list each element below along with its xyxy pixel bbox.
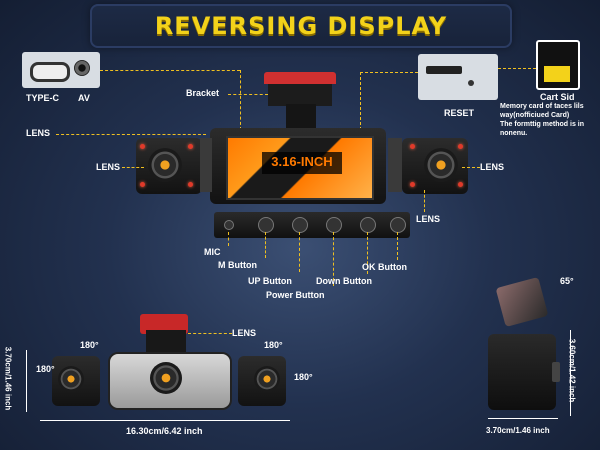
left-led-icon xyxy=(140,144,145,149)
ok-leader xyxy=(397,232,398,260)
page-title: REVERSING DISPLAY xyxy=(154,12,448,40)
right-led-icon-3 xyxy=(410,182,415,187)
bottom-lens-icon xyxy=(150,362,182,394)
reset-panel xyxy=(418,54,498,100)
bracket-mount xyxy=(268,84,332,106)
card-note-4: nonenu. xyxy=(500,130,528,137)
side-body xyxy=(488,334,556,410)
dim-left-line xyxy=(26,350,27,412)
right-led-icon xyxy=(410,144,415,149)
bottom-bracket-mount xyxy=(146,330,186,352)
reset-label: RESET xyxy=(444,108,475,118)
m-button[interactable] xyxy=(258,217,274,233)
dim-left-label: 3.70cm/1.46 inch xyxy=(3,346,13,411)
dim-right-label: 3.60cm/1.42 inch xyxy=(567,338,577,403)
angle-left-side: 180° xyxy=(36,364,55,374)
right-lens-icon xyxy=(424,148,458,182)
mic-icon xyxy=(224,220,234,230)
power-button-label: Power Button xyxy=(266,290,325,300)
side-button xyxy=(552,362,560,382)
lens-left-leader xyxy=(122,167,144,168)
dim-bottom-line xyxy=(40,420,290,421)
bracket-red-pad xyxy=(264,72,336,84)
left-led-icon-2 xyxy=(188,144,193,149)
typec-label: TYPE-C xyxy=(26,93,60,103)
card-leader-line xyxy=(498,68,536,69)
lens-right-label: LENS xyxy=(480,162,505,172)
side-bracket-icon xyxy=(495,276,549,328)
bracket-leader-line xyxy=(228,94,268,95)
mic-leader xyxy=(228,232,229,246)
up-button-label: UP Button xyxy=(248,276,292,286)
bottom-lens-leader xyxy=(188,333,232,334)
m-button-label: M Button xyxy=(218,260,257,270)
right-hinge xyxy=(388,138,402,192)
sd-card-label-strip xyxy=(544,66,570,82)
tilt-angle: 65° xyxy=(560,276,574,286)
bracket-neck xyxy=(286,104,316,128)
power-button[interactable] xyxy=(326,217,342,233)
ports-leader-line xyxy=(100,70,240,71)
bottom-lens-label: LENS xyxy=(232,328,257,338)
left-lens-icon xyxy=(148,148,182,182)
down-button-label: Down Button xyxy=(316,276,372,286)
power-leader xyxy=(333,232,334,286)
dim-right-line xyxy=(570,330,571,416)
lens-right-leader xyxy=(462,167,480,168)
angle-left-top: 180° xyxy=(80,340,99,350)
lens-left-label: LENS xyxy=(96,162,121,172)
lens-right-below-label: LENS xyxy=(416,214,441,224)
down-leader xyxy=(367,232,368,274)
lens-top-left-label: LENS xyxy=(26,128,51,138)
m-leader xyxy=(265,232,266,258)
right-led-icon-4 xyxy=(458,182,463,187)
typec-port-icon xyxy=(30,62,70,82)
screen-size-label: 3.16-INCH xyxy=(271,154,333,169)
mic-label: MIC xyxy=(204,247,221,257)
card-note-2: way(nofficiued Card) xyxy=(500,112,570,119)
av-port-icon xyxy=(74,60,90,76)
button-bar xyxy=(214,212,410,238)
left-led-icon-3 xyxy=(140,182,145,187)
down-button[interactable] xyxy=(360,217,376,233)
screen-label-box xyxy=(262,152,342,174)
av-label: AV xyxy=(78,93,90,103)
up-button[interactable] xyxy=(292,217,308,233)
dim-right-bottom-label: 3.70cm/1.46 inch xyxy=(486,426,550,435)
bottom-right-lens-icon xyxy=(254,366,280,392)
lens-top-left-leader xyxy=(56,134,206,135)
angle-right-side: 180° xyxy=(294,372,313,382)
bottom-bracket-pad xyxy=(140,314,188,334)
reset-hole-icon xyxy=(468,80,474,86)
sd-slot-icon xyxy=(426,66,462,74)
dim-right-bottom-line xyxy=(488,418,558,419)
left-led-icon-4 xyxy=(188,182,193,187)
ok-button-label: OK Button xyxy=(362,262,407,272)
card-note-1: Memory card of taces lils xyxy=(500,103,584,110)
ports-leader-line-v xyxy=(240,70,241,130)
reset-leader-line xyxy=(360,72,418,73)
title-banner xyxy=(90,4,512,48)
bottom-left-lens-icon xyxy=(58,366,84,392)
right-led-icon-2 xyxy=(458,144,463,149)
up-leader xyxy=(299,232,300,272)
dim-bottom-label: 16.30cm/6.42 inch xyxy=(126,426,203,436)
angle-right-top: 180° xyxy=(264,340,283,350)
card-title: Cart Sid xyxy=(540,92,575,102)
reset-leader-line-v xyxy=(360,72,361,130)
ok-button[interactable] xyxy=(390,217,406,233)
sd-card-icon xyxy=(536,40,580,90)
bracket-label: Bracket xyxy=(186,88,220,98)
left-hinge xyxy=(200,138,212,192)
card-note-3: The formttig method is in xyxy=(500,121,584,128)
lens-right-below-leader xyxy=(424,190,425,212)
